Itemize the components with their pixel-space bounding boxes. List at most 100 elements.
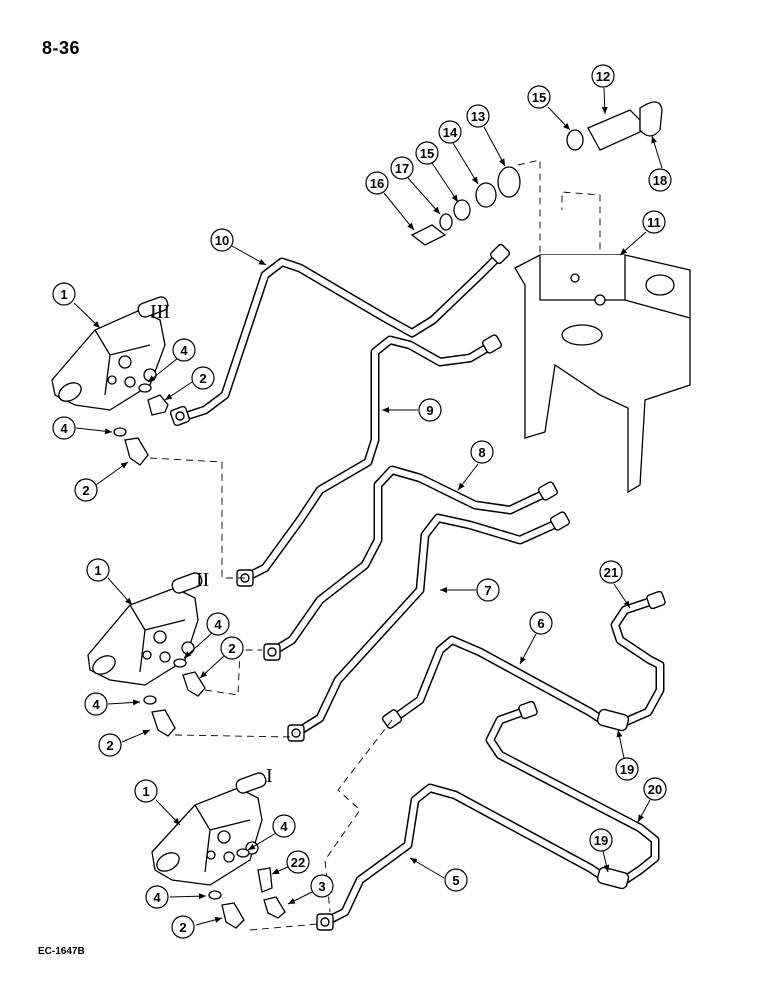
o-ring-4d bbox=[143, 695, 157, 705]
callout-22: 22 bbox=[271, 850, 310, 875]
elbow-2a bbox=[147, 394, 169, 416]
svg-text:2: 2 bbox=[179, 920, 186, 935]
valve-label-III: III bbox=[150, 301, 170, 323]
elbow-2c bbox=[182, 671, 206, 697]
elbow-2e bbox=[221, 902, 245, 929]
nut-5-lower bbox=[316, 913, 334, 931]
callout-4-valve-II-upper: 4 bbox=[183, 612, 230, 659]
callouts: 1 4 2 4 2 bbox=[52, 64, 672, 939]
o-ring-4f bbox=[208, 890, 222, 900]
callout-8: 8 bbox=[457, 440, 494, 491]
svg-text:10: 10 bbox=[215, 233, 229, 248]
callout-18: 18 bbox=[648, 135, 672, 192]
svg-text:21: 21 bbox=[604, 565, 618, 580]
fitting-22 bbox=[257, 867, 273, 893]
nut-20-end bbox=[518, 700, 538, 720]
callout-1-valve-I: 1 bbox=[134, 779, 181, 826]
nut-8-upper bbox=[537, 481, 559, 501]
nut-13 bbox=[497, 166, 521, 198]
o-ring-4a bbox=[138, 383, 152, 393]
callout-19-lower: 19 bbox=[589, 828, 613, 873]
adapter-16 bbox=[410, 224, 447, 246]
nut-9-lower bbox=[236, 569, 254, 587]
callout-19-upper: 19 bbox=[615, 729, 639, 781]
pipe-7 bbox=[291, 513, 565, 738]
ring-14 bbox=[475, 182, 497, 208]
callout-4-valve-II-lower: 4 bbox=[84, 692, 141, 716]
nut-9-upper bbox=[481, 334, 503, 354]
valve-label-I: I bbox=[266, 765, 273, 787]
svg-text:19: 19 bbox=[620, 762, 634, 777]
svg-text:22: 22 bbox=[291, 855, 305, 870]
nut-21-end bbox=[646, 590, 666, 610]
svg-text:15: 15 bbox=[420, 146, 434, 161]
svg-text:20: 20 bbox=[648, 782, 662, 797]
control-valve-I bbox=[151, 772, 267, 886]
callout-4-valve-I-upper: 4 bbox=[247, 814, 296, 851]
pipe-21 bbox=[610, 595, 665, 727]
tee-19-lower bbox=[596, 866, 630, 890]
callout-2-valve-III: 2 bbox=[74, 461, 129, 502]
elbow-3 bbox=[263, 896, 286, 919]
callout-3: 3 bbox=[287, 874, 334, 905]
pipe-8 bbox=[267, 465, 553, 657]
pipe-5 bbox=[320, 783, 610, 927]
callout-20: 20 bbox=[637, 777, 667, 823]
control-valve-III bbox=[51, 296, 169, 411]
svg-text:12: 12 bbox=[596, 69, 610, 84]
callout-16: 16 bbox=[365, 171, 415, 231]
o-ring-4e bbox=[236, 848, 250, 858]
pipe-6 bbox=[387, 635, 610, 727]
svg-text:13: 13 bbox=[471, 109, 485, 124]
svg-text:2: 2 bbox=[106, 738, 113, 753]
callout-21: 21 bbox=[599, 560, 631, 609]
callout-12: 12 bbox=[591, 64, 615, 115]
svg-text:2: 2 bbox=[82, 483, 89, 498]
svg-text:11: 11 bbox=[647, 215, 661, 230]
callout-6: 6 bbox=[519, 611, 553, 665]
dust-cap-18 bbox=[639, 101, 663, 137]
svg-text:17: 17 bbox=[395, 161, 409, 176]
svg-text:1: 1 bbox=[60, 287, 67, 302]
svg-text:19: 19 bbox=[594, 833, 608, 848]
svg-text:9: 9 bbox=[426, 403, 433, 418]
o-ring-4c bbox=[173, 658, 187, 668]
callout-17: 17 bbox=[390, 156, 441, 215]
pipe-9 bbox=[240, 335, 497, 583]
control-valve-II bbox=[87, 572, 203, 686]
callout-7: 7 bbox=[440, 578, 500, 602]
mounting-bracket-11 bbox=[514, 254, 691, 494]
callout-4-valve-I-lower: 4 bbox=[145, 885, 207, 909]
svg-text:16: 16 bbox=[370, 176, 384, 191]
ring-15a bbox=[453, 199, 471, 221]
fittings bbox=[113, 383, 286, 929]
svg-text:5: 5 bbox=[452, 873, 459, 888]
pipe-20 bbox=[485, 705, 660, 885]
svg-text:18: 18 bbox=[653, 173, 667, 188]
svg-text:4: 4 bbox=[60, 421, 68, 436]
tee-19-upper bbox=[596, 708, 630, 732]
pipe-nuts bbox=[169, 243, 666, 931]
callout-11: 11 bbox=[619, 210, 666, 256]
nut-8-lower bbox=[263, 643, 281, 661]
svg-text:7: 7 bbox=[484, 583, 491, 598]
svg-text:2: 2 bbox=[199, 371, 206, 386]
valve-label-II: II bbox=[196, 569, 209, 591]
svg-text:3: 3 bbox=[318, 879, 325, 894]
svg-text:4: 4 bbox=[214, 617, 222, 632]
callout-2-valve-I: 2 bbox=[171, 915, 223, 939]
nut-7-upper bbox=[549, 511, 571, 531]
svg-text:4: 4 bbox=[153, 890, 161, 905]
svg-text:8: 8 bbox=[478, 445, 485, 460]
svg-text:4: 4 bbox=[92, 697, 100, 712]
svg-text:15: 15 bbox=[532, 90, 546, 105]
callout-13: 13 bbox=[466, 104, 506, 167]
o-ring-4b bbox=[113, 427, 127, 437]
nut-7-lower bbox=[287, 724, 305, 742]
callout-15-right: 15 bbox=[527, 85, 571, 131]
svg-text:6: 6 bbox=[537, 616, 544, 631]
callout-2-valve-II-lower: 2 bbox=[98, 729, 151, 757]
callout-1-valve-III: 1 bbox=[52, 282, 101, 329]
svg-text:1: 1 bbox=[94, 563, 101, 578]
